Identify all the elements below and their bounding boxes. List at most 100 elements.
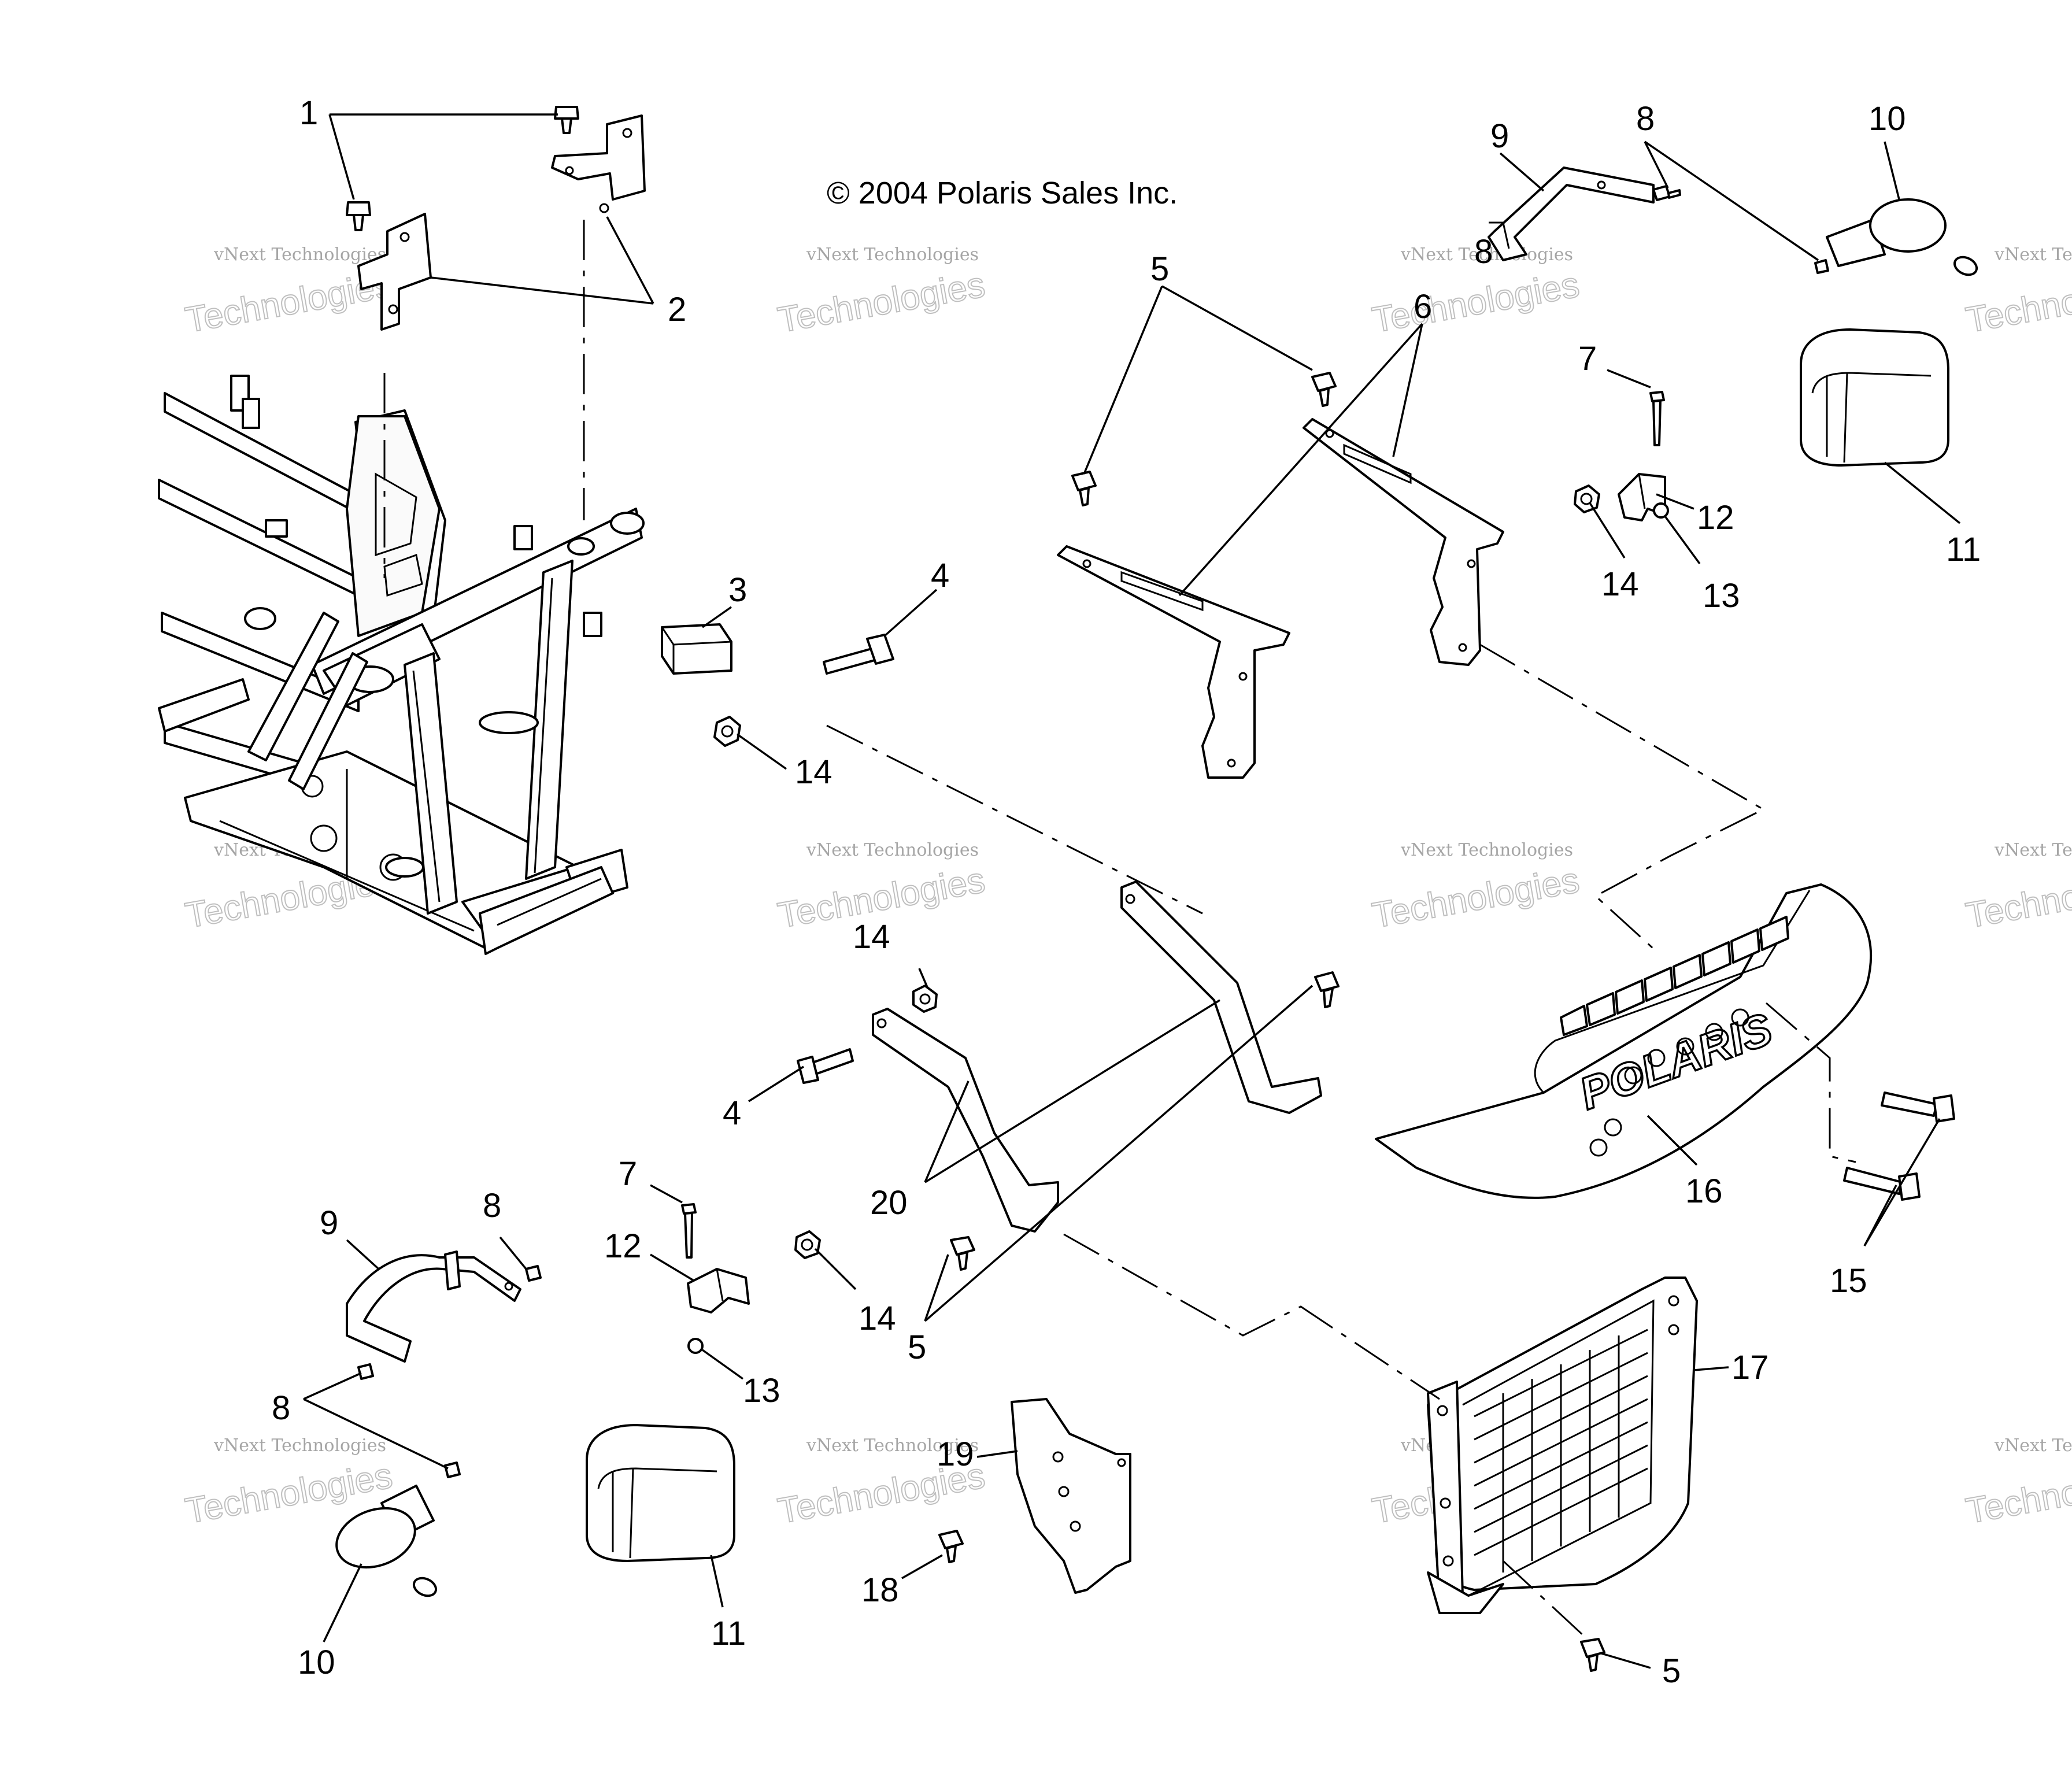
callout-label: 1 — [299, 94, 318, 132]
callout-label: 10 — [1868, 100, 1906, 138]
signal-lamp-10-top — [1826, 198, 1978, 276]
callout-label: 8 — [483, 1187, 501, 1224]
front-bumper-16: POLARIS — [1375, 883, 1873, 1199]
pushpin-5-a — [1311, 372, 1337, 407]
screw-8-e — [444, 1462, 461, 1478]
watermark-text: vNext Technologies — [1994, 245, 2072, 265]
watermark: vNext Technologies Technologies — [1962, 245, 2072, 341]
nut-14-d — [1574, 484, 1600, 513]
pin-7-top — [1649, 391, 1665, 446]
callout-label: 12 — [604, 1227, 642, 1265]
callout-labels: 1 2 3 4 4 5 5 5 6 7 7 8 8 8 8 9 9 10 10 … — [272, 94, 1981, 1690]
callout-label: 4 — [931, 557, 949, 594]
watermark-text: vNext Technologies — [806, 1435, 979, 1456]
watermark-logo-text: Technologies — [1963, 1456, 2072, 1531]
callout-label: 19 — [937, 1435, 974, 1473]
callout-label: 14 — [853, 918, 890, 956]
vehicle-frame-drawing — [158, 375, 645, 955]
bolt-4-upper — [823, 634, 894, 675]
nut-14-c — [794, 1230, 821, 1259]
bolt-15-upper — [1881, 1092, 1955, 1123]
callout-label: 7 — [619, 1155, 637, 1193]
nut-14-a — [713, 716, 741, 747]
callout-label: 8 — [1474, 233, 1493, 271]
callout-label: 14 — [1601, 565, 1639, 603]
headlamp-11-bottom — [586, 1424, 735, 1562]
callout-label: 13 — [743, 1372, 780, 1409]
bumper-bracket-20-lower — [872, 1008, 1059, 1233]
mount-strap-9-bottom — [346, 1250, 521, 1363]
watermark-logo-text: Technologies — [1963, 265, 2072, 341]
pushpin-5-d — [950, 1236, 975, 1271]
bolt-4-lower — [797, 1048, 854, 1084]
callout-label: 10 — [298, 1644, 335, 1681]
mount-plate-19 — [1011, 1398, 1131, 1594]
pushpin-5-b — [1071, 471, 1097, 506]
small-nut-13-top — [1653, 502, 1669, 519]
watermark-text: vNext Technologies — [1400, 840, 1573, 860]
headlight-bracket-6-left — [1057, 545, 1290, 779]
leader-lines — [303, 113, 1961, 1669]
callout-label: 14 — [859, 1300, 896, 1337]
pin-7-bottom — [681, 1203, 697, 1259]
rubber-block-3 — [661, 623, 732, 675]
callout-label: 15 — [1830, 1262, 1867, 1300]
watermark-text: vNext Technologies — [1994, 840, 2072, 860]
callout-label: 2 — [668, 291, 686, 328]
watermark-logo-text: Technologies — [1963, 860, 2072, 936]
assembly-lines — [383, 220, 1856, 1637]
pushpin-18 — [938, 1530, 964, 1563]
screw-8-c — [525, 1265, 542, 1282]
watermark-text: vNext Technologies — [806, 840, 979, 860]
callout-label: 20 — [870, 1184, 908, 1222]
watermark-text: vNext Technologies — [806, 245, 979, 265]
watermark: vNext Technologies Technologies — [182, 245, 395, 341]
radiator-guard-17 — [1427, 1276, 1698, 1614]
callout-label: 8 — [1636, 100, 1655, 138]
callout-label: 11 — [711, 1615, 746, 1652]
callout-label: 5 — [1662, 1652, 1681, 1690]
grille-mesh — [1474, 1329, 1648, 1572]
callout-label: 17 — [1731, 1349, 1769, 1386]
bumper-bracket-20-upper — [1120, 880, 1322, 1114]
callout-label: 18 — [861, 1571, 899, 1609]
callout-label: 5 — [1150, 250, 1169, 288]
watermark: vNext Technologies Technologies — [774, 245, 988, 341]
callout-label: 4 — [723, 1094, 741, 1132]
mount-bracket-12-bottom — [687, 1268, 750, 1314]
callout-label: 13 — [1703, 577, 1740, 615]
nut-14-b — [912, 985, 938, 1013]
headlight-bracket-6-right — [1303, 418, 1504, 666]
watermark-logo-text: Technologies — [1369, 860, 1582, 936]
callout-label: 16 — [1685, 1172, 1723, 1210]
watermark: vNext Technologies Technologies — [1962, 840, 2072, 937]
signal-lamp-10-bottom — [335, 1485, 438, 1597]
bracket-2-right — [551, 114, 646, 213]
headlamp-11-top — [1800, 328, 1949, 467]
callout-label: 8 — [272, 1389, 290, 1427]
watermark: vNext Technologies Technologies — [1368, 840, 1582, 937]
callout-label: 9 — [1490, 117, 1509, 155]
watermark-text: vNext Technologies — [1400, 245, 1573, 265]
bolt-15-lower — [1843, 1167, 1921, 1201]
callout-label: 11 — [1946, 531, 1981, 568]
copyright-notice: © 2004 Polaris Sales Inc. — [827, 176, 1178, 210]
callout-label: 3 — [728, 571, 747, 609]
screw-8-d — [357, 1363, 374, 1380]
bracket-2-left — [357, 213, 432, 331]
callout-label: 7 — [1578, 340, 1597, 378]
bolt-1-left — [346, 201, 371, 231]
callout-label: 14 — [795, 753, 832, 791]
watermark: vNext Technologies Technologies — [1962, 1435, 2072, 1532]
watermark-logo-text: Technologies — [775, 265, 987, 341]
callout-label: 6 — [1414, 288, 1432, 325]
screw-8-a — [1652, 185, 1681, 201]
callout-label: 9 — [320, 1204, 338, 1242]
watermark-text: vNext Technologies — [213, 1435, 386, 1456]
screw-8-b — [1814, 259, 1829, 274]
small-nut-13-bottom — [687, 1338, 704, 1354]
watermark-logo-text: Technologies — [1369, 265, 1582, 341]
bolt-1-top — [554, 106, 579, 134]
callout-label: 5 — [908, 1329, 926, 1366]
